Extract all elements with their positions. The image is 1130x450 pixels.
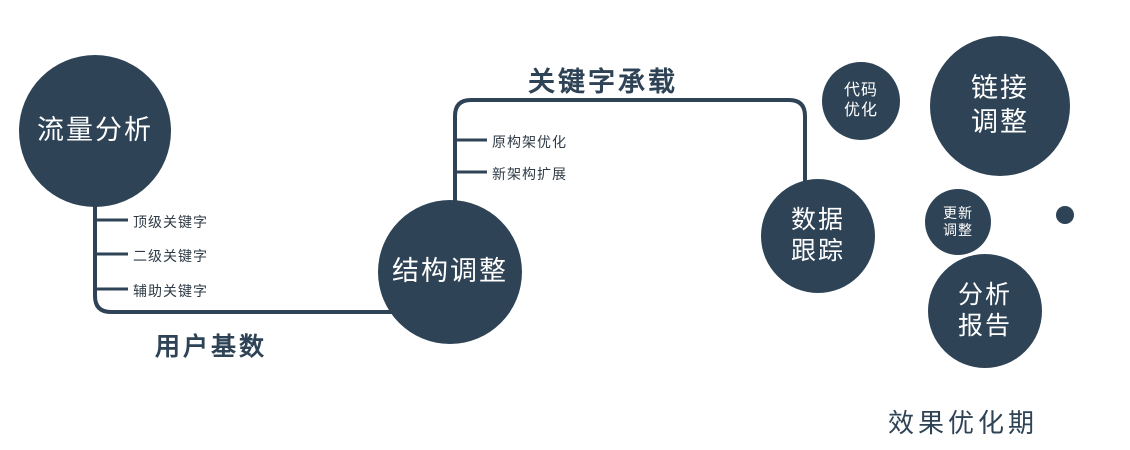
branch-label-aux-keyword: 辅助关键字 [133, 283, 208, 299]
branch-label-second-keyword: 二级关键字 [133, 248, 208, 264]
node-analysis-report-line1: 分析 [957, 280, 1012, 309]
branch-label-new-arch: 新架构扩展 [492, 166, 567, 182]
edge-label-user-base: 用户基数 [155, 333, 268, 361]
node-link-adjust: 链接 调整 [930, 36, 1070, 176]
node-code-optimize-line2: 优化 [843, 102, 878, 119]
node-code-optimize: 代码 优化 [822, 62, 900, 140]
node-structure-adjust: 结构调整 [378, 200, 522, 344]
node-data-tracking-line2: 跟踪 [790, 237, 845, 265]
node-structure-adjust-label: 结构调整 [392, 256, 508, 287]
node-analysis-report: 分析 报告 [928, 254, 1042, 368]
edge-label-keyword-carry: 关键字承载 [528, 67, 678, 97]
branch-label-top-keyword: 顶级关键字 [133, 214, 208, 230]
node-update-adjust-line1: 更新 [943, 204, 973, 221]
node-update-adjust-line2: 调整 [943, 222, 973, 238]
caption-effect-optimization: 效果优化期 [888, 408, 1039, 438]
edge-traffic-to-structure [93, 170, 430, 314]
node-data-tracking: 数据 跟踪 [761, 179, 875, 293]
node-code-optimize-line1: 代码 [843, 82, 878, 99]
node-link-adjust-line1: 链接 [971, 73, 1029, 104]
node-data-tracking-line1: 数据 [790, 205, 845, 234]
dot-marker [1056, 206, 1074, 224]
node-update-adjust: 更新 调整 [925, 189, 991, 255]
node-analysis-report-line2: 报告 [957, 312, 1012, 340]
node-traffic-analysis-label: 流量分析 [37, 115, 153, 146]
edge-structure-to-tracking [453, 98, 807, 235]
node-traffic-analysis: 流量分析 [19, 55, 171, 207]
node-link-adjust-line2: 调整 [971, 107, 1029, 137]
branch-label-original-arch: 原构架优化 [492, 134, 567, 150]
